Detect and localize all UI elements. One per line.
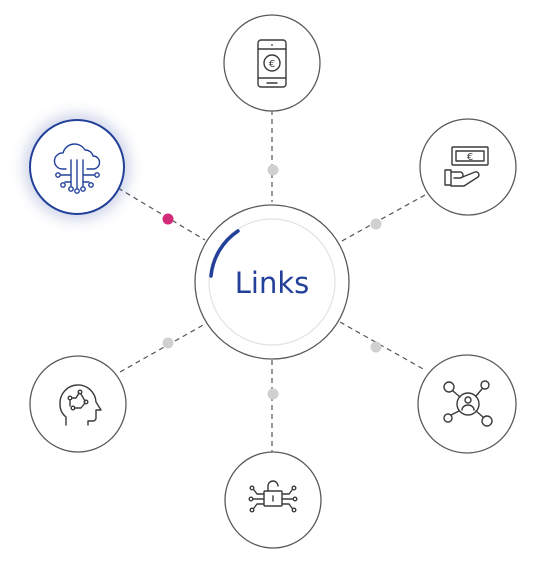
connector-cloud bbox=[117, 187, 206, 241]
connector-dot-payment[interactable] bbox=[370, 218, 382, 230]
connector-dot-security[interactable] bbox=[267, 388, 279, 400]
mobile-payment-icon: € bbox=[257, 39, 287, 88]
node-security[interactable] bbox=[224, 451, 322, 549]
user-network-icon bbox=[443, 380, 493, 427]
euro-symbol: € bbox=[269, 59, 275, 70]
cloud-network-icon bbox=[53, 143, 101, 194]
center-label: Links bbox=[235, 266, 310, 300]
connector-lines bbox=[117, 110, 426, 452]
progress-arc bbox=[209, 229, 240, 278]
connector-dot-network[interactable] bbox=[370, 341, 382, 353]
center-hub[interactable]: Links bbox=[194, 204, 350, 360]
node-mobile[interactable]: € bbox=[223, 14, 321, 112]
node-payment[interactable]: € bbox=[419, 118, 517, 216]
node-network[interactable] bbox=[417, 354, 517, 454]
node-cloud[interactable] bbox=[24, 114, 130, 220]
hand-money-icon: € bbox=[444, 146, 489, 187]
ai-head-icon bbox=[59, 384, 102, 426]
euro-symbol-payment: € bbox=[467, 152, 473, 163]
lock-circuit-icon bbox=[248, 480, 298, 513]
connector-dot-cloud[interactable] bbox=[162, 213, 174, 225]
connector-dot-mobile[interactable] bbox=[267, 164, 279, 176]
connector-ai bbox=[119, 323, 206, 373]
connector-payment bbox=[339, 194, 426, 243]
connector-dot-ai[interactable] bbox=[162, 337, 174, 349]
node-ai[interactable] bbox=[29, 355, 127, 453]
connector-network bbox=[339, 321, 426, 371]
